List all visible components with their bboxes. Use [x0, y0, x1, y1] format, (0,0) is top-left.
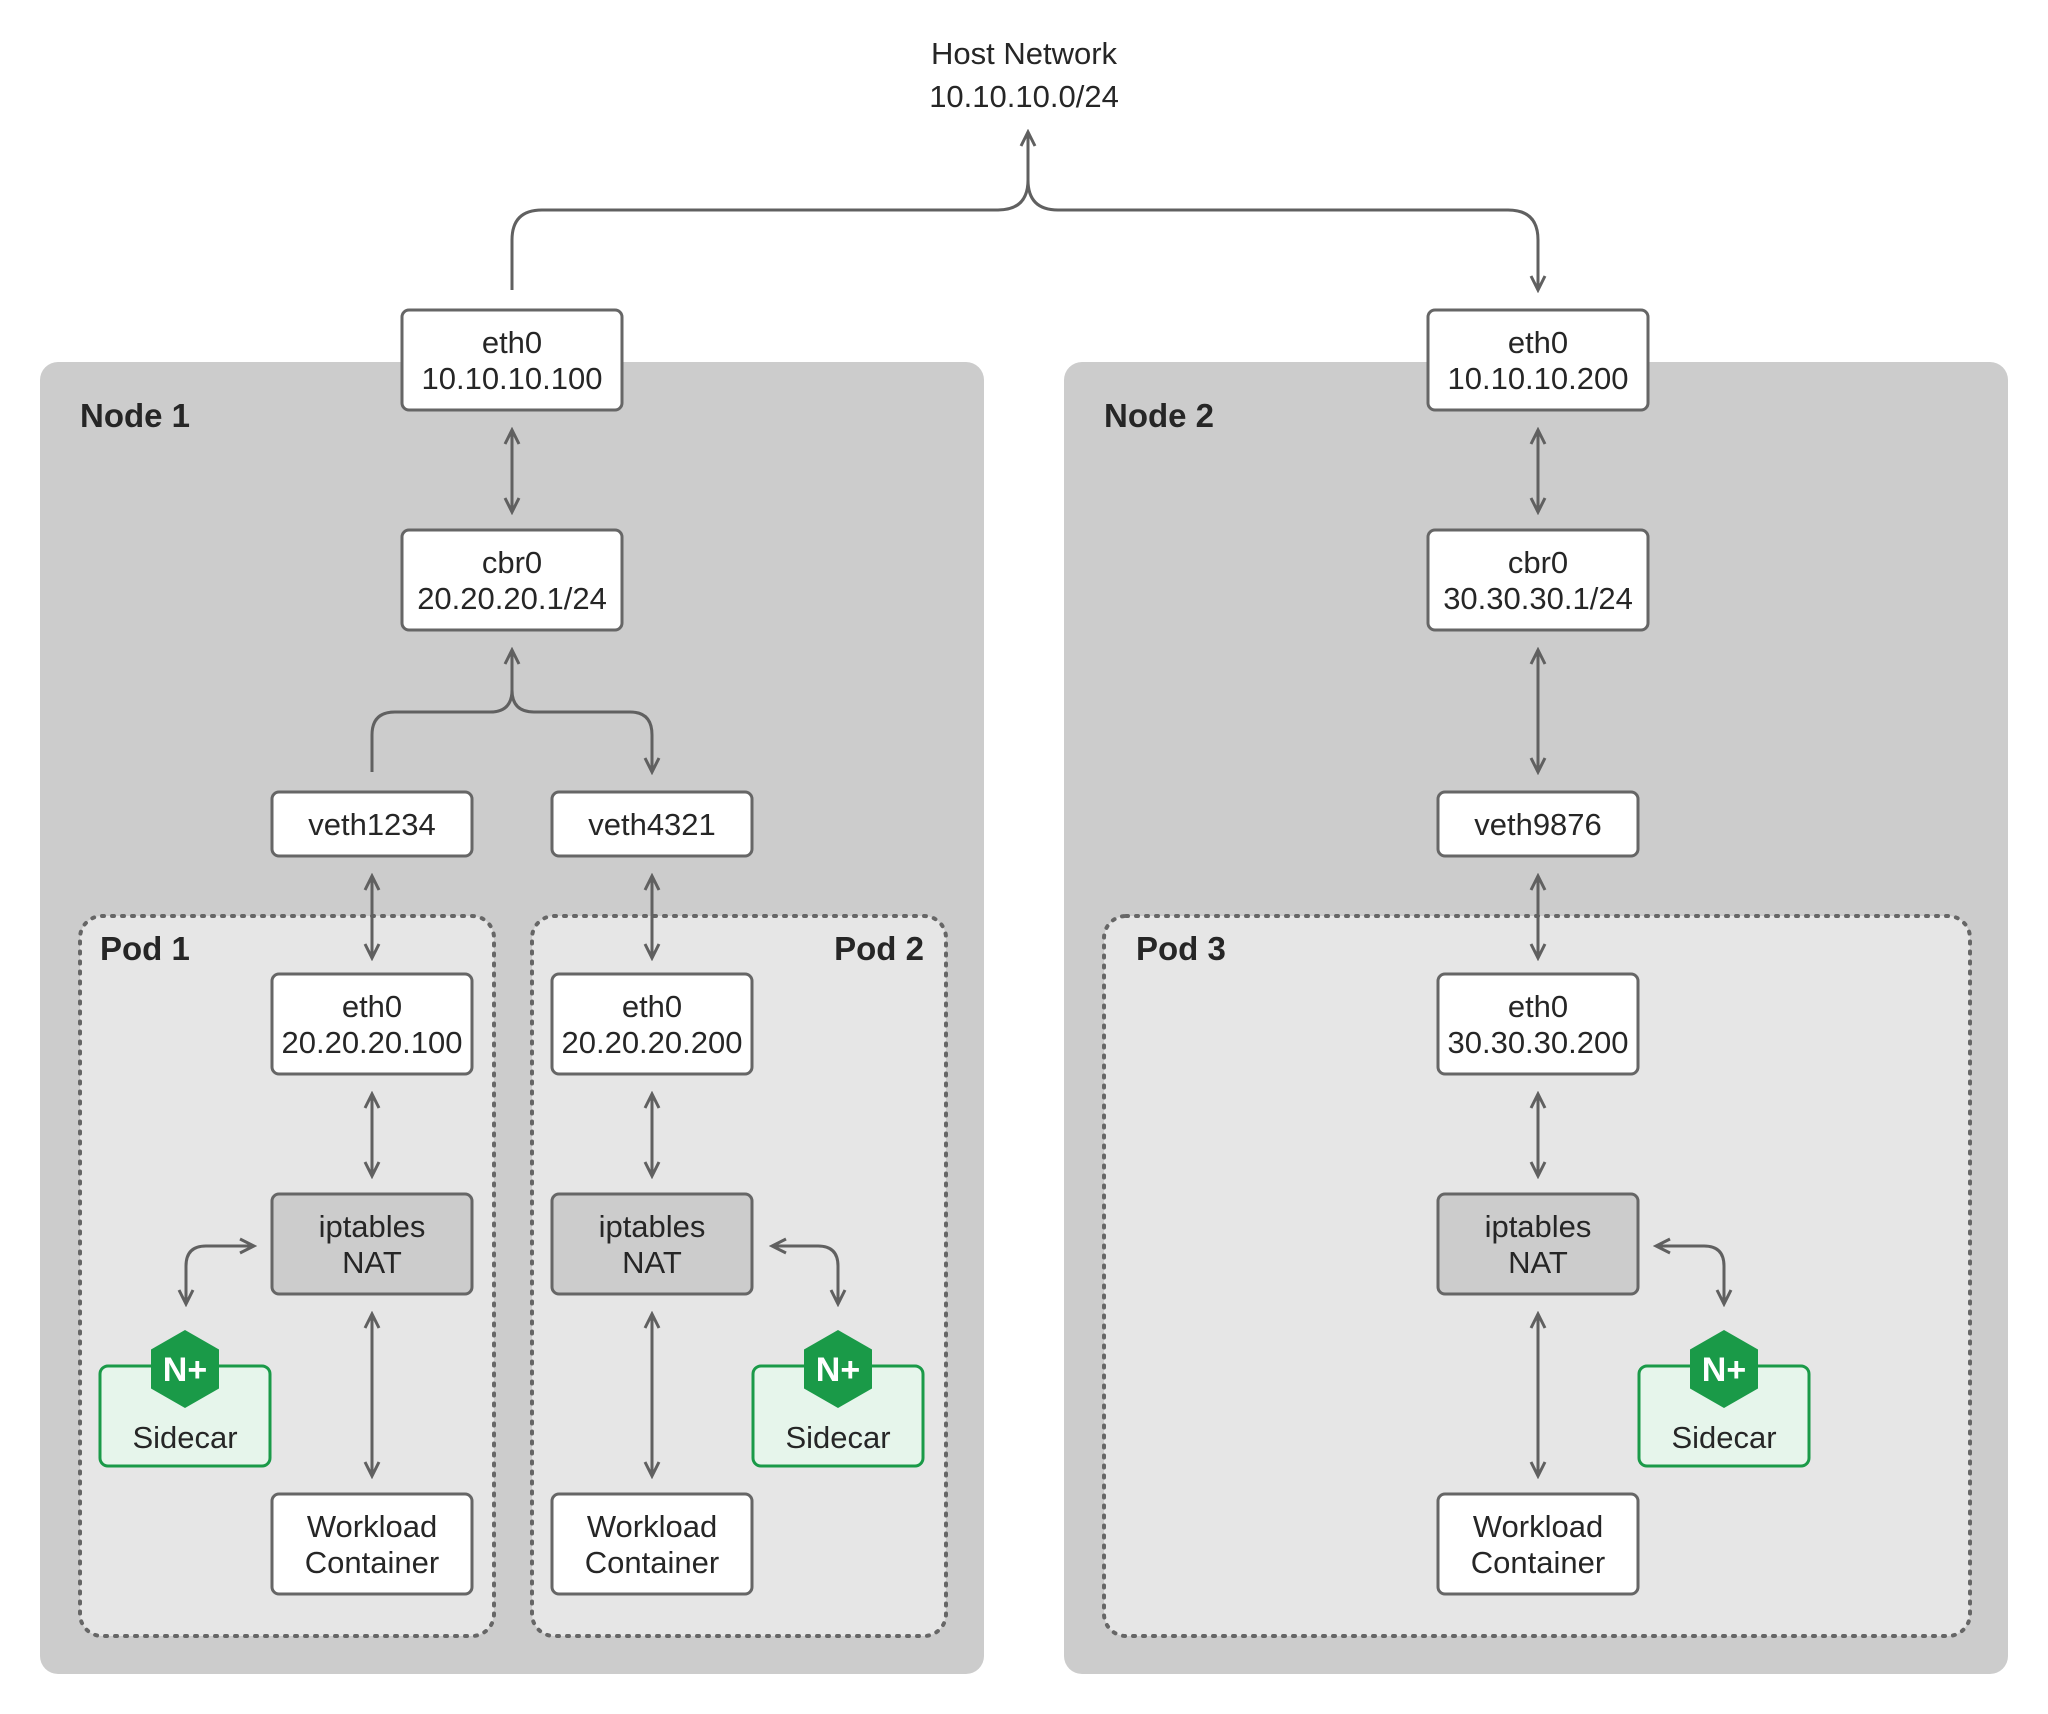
pod-3-sidecar-label: Sidecar: [1671, 1420, 1776, 1455]
veth4321-box: veth4321: [550, 790, 754, 858]
pod-1-sidecar-badge: N+: [163, 1351, 207, 1389]
node-2-eth0-name: eth0: [1508, 325, 1568, 360]
veth9876-box: veth9876: [1436, 790, 1640, 858]
pod-3-eth0-ip: 30.30.30.200: [1447, 1025, 1628, 1060]
pod-3-title: Pod 3: [1136, 930, 1226, 967]
pod-1-workload-line2: Container: [305, 1545, 439, 1580]
pod-3-eth0-name: eth0: [1508, 989, 1568, 1024]
pod-2-workload-box: Workload Container: [550, 1492, 754, 1596]
pod-2-iptables-box: iptables NAT: [550, 1192, 754, 1296]
node-1-cbr0-subnet: 20.20.20.1/24: [417, 581, 607, 616]
node-1-eth0-ip: 10.10.10.100: [421, 361, 602, 396]
node-2-cbr0-name: cbr0: [1508, 545, 1568, 580]
pod-2-eth0-ip: 20.20.20.200: [561, 1025, 742, 1060]
pod-3-iptables-name: iptables: [1485, 1209, 1592, 1244]
pod-1-workload-line1: Workload: [307, 1509, 437, 1544]
pod-3-sidecar: Sidecar N+: [1637, 1330, 1811, 1468]
pod-3-iptables-box: iptables NAT: [1436, 1192, 1640, 1296]
arrow-pod1-iptables-sidecar: [186, 1246, 254, 1304]
pod-3-workload-box: Workload Container: [1436, 1492, 1640, 1596]
pod-3-sidecar-badge: N+: [1702, 1351, 1746, 1389]
pod-2-iptables-type: NAT: [622, 1245, 682, 1280]
arrow-pod3-iptables-sidecar: [1656, 1246, 1724, 1304]
pod-2-eth0-name: eth0: [622, 989, 682, 1024]
pod-3-iptables-type: NAT: [1508, 1245, 1568, 1280]
node-1-title: Node 1: [80, 397, 190, 434]
veth9876-label: veth9876: [1474, 807, 1602, 842]
node-2-cbr0-box: cbr0 30.30.30.1/24: [1426, 528, 1650, 632]
nginx-plus-hex-icon: [1690, 1330, 1758, 1408]
connection-arrows: [186, 132, 1724, 1476]
pod-2-eth0-box: eth0 20.20.20.200: [550, 972, 754, 1076]
arrow-host-to-node2-eth0: [1026, 179, 1538, 290]
node-2-eth0-box: eth0 10.10.10.200: [1426, 308, 1650, 412]
pod-2-sidecar-badge: N+: [816, 1351, 860, 1389]
arrow-cbr0-to-veth4321: [510, 689, 652, 772]
pod-1-workload-box: Workload Container: [270, 1492, 474, 1596]
pod-1-iptables-box: iptables NAT: [270, 1192, 474, 1296]
node-1-eth0-name: eth0: [482, 325, 542, 360]
node-1-cbr0-name: cbr0: [482, 545, 542, 580]
arrow-host-to-node1-eth0: [510, 132, 1028, 290]
pod-1-eth0-name: eth0: [342, 989, 402, 1024]
pod-1-iptables-name: iptables: [319, 1209, 426, 1244]
pod-1-iptables-type: NAT: [342, 1245, 402, 1280]
host-network-title: Host Network: [931, 36, 1118, 71]
node-2-title: Node 2: [1104, 397, 1214, 434]
pod-1-sidecar-label: Sidecar: [132, 1420, 237, 1455]
pod-1-title: Pod 1: [100, 930, 190, 967]
node-1-eth0-box: eth0 10.10.10.100: [400, 308, 624, 412]
pod-2-workload-line2: Container: [585, 1545, 719, 1580]
pod-1-eth0-box: eth0 20.20.20.100: [270, 972, 474, 1076]
pod-2-sidecar-label: Sidecar: [785, 1420, 890, 1455]
node-2-cbr0-subnet: 30.30.30.1/24: [1443, 581, 1633, 616]
node-1-cbr0-box: cbr0 20.20.20.1/24: [400, 528, 624, 632]
host-network-label: Host Network 10.10.10.0/24: [929, 36, 1119, 114]
host-network-subnet: 10.10.10.0/24: [929, 79, 1119, 114]
pod-1-eth0-ip: 20.20.20.100: [281, 1025, 462, 1060]
pod-3-eth0-box: eth0 30.30.30.200: [1436, 972, 1640, 1076]
veth1234-box: veth1234: [270, 790, 474, 858]
arrow-cbr0-to-veth1234: [370, 650, 512, 772]
pod-2-iptables-name: iptables: [599, 1209, 706, 1244]
pod-2-sidecar: Sidecar N+: [751, 1330, 925, 1468]
pod-2-title: Pod 2: [834, 930, 924, 967]
veth4321-label: veth4321: [588, 807, 716, 842]
nginx-plus-hex-icon: [804, 1330, 872, 1408]
arrow-pod2-iptables-sidecar: [772, 1246, 838, 1304]
veth1234-label: veth1234: [308, 807, 436, 842]
pod-3-workload-line1: Workload: [1473, 1509, 1603, 1544]
nginx-plus-hex-icon: [151, 1330, 219, 1408]
pod-3-workload-line2: Container: [1471, 1545, 1605, 1580]
node-2-eth0-ip: 10.10.10.200: [1447, 361, 1628, 396]
pod-2-workload-line1: Workload: [587, 1509, 717, 1544]
pod-1-sidecar: Sidecar N+: [98, 1330, 272, 1468]
